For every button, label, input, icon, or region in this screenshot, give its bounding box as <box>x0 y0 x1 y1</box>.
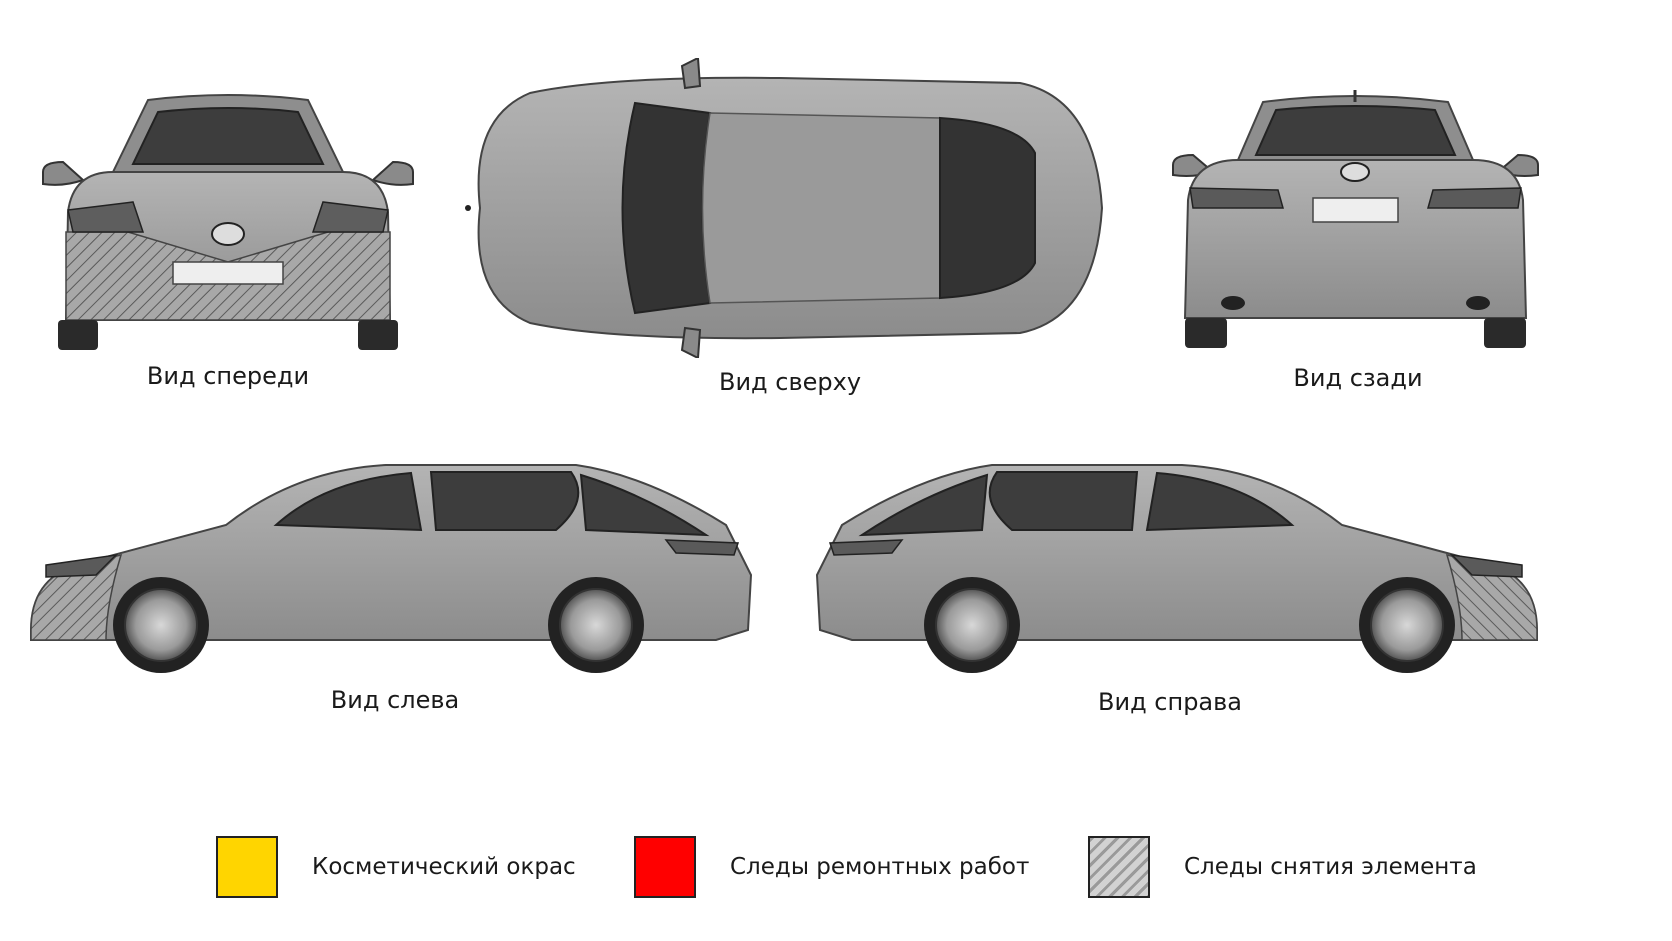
front-view-caption: Вид спереди <box>146 362 310 390</box>
rear-view-caption: Вид сзади <box>1293 364 1423 392</box>
legend-label: Косметический окрас <box>312 854 576 880</box>
legend-repair-traces: Следы ремонтных работ <box>634 836 1029 898</box>
front-wheel <box>1370 588 1444 662</box>
rear-wheel <box>935 588 1009 662</box>
license-plate <box>172 261 284 285</box>
legend-swatch-hatch <box>1088 836 1150 898</box>
legend-swatch-yellow <box>216 836 278 898</box>
front-car-drawing <box>42 94 414 350</box>
legend-cosmetic-paint: Косметический окрас <box>216 836 576 898</box>
logo-icon <box>1340 162 1370 182</box>
rear-view <box>1168 90 1543 352</box>
front-view <box>38 92 418 354</box>
top-view <box>460 58 1110 358</box>
right-view <box>812 455 1542 685</box>
legend-label: Следы ремонтных работ <box>730 854 1030 880</box>
right-car-drawing <box>815 464 1538 673</box>
logo-icon <box>211 222 245 246</box>
legend-removal-traces: Следы снятия элемента <box>1088 836 1477 898</box>
rear-wheel <box>559 588 633 662</box>
rear-car-drawing <box>1172 90 1539 348</box>
top-car-drawing <box>465 58 1104 358</box>
right-view-caption: Вид справа <box>1098 688 1242 716</box>
front-wheel <box>124 588 198 662</box>
legend-label: Следы снятия элемента <box>1184 854 1477 880</box>
left-view <box>26 455 756 685</box>
top-view-caption: Вид сверху <box>718 368 862 396</box>
license-plate <box>1312 197 1399 223</box>
legend-swatch-red <box>634 836 696 898</box>
left-car-drawing <box>30 464 753 673</box>
left-view-caption: Вид слева <box>330 686 460 714</box>
